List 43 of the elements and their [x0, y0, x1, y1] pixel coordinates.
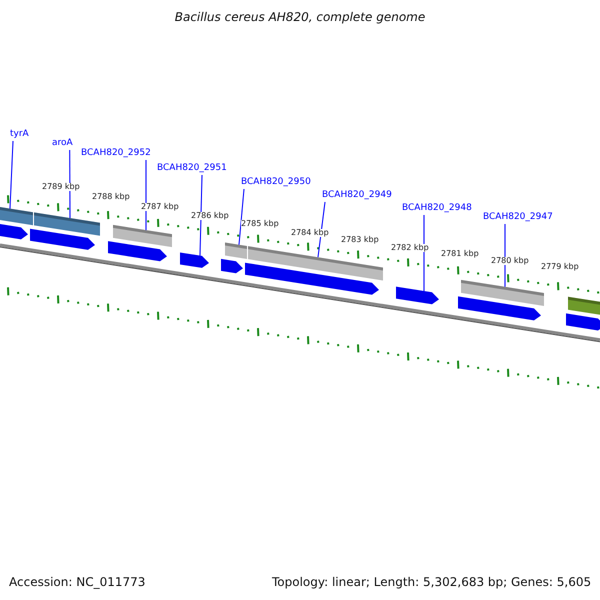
leader-line: [200, 174, 202, 256]
gene-block: [396, 286, 439, 304]
gene-feature-bar: [248, 246, 383, 281]
leader-line: [10, 140, 14, 210]
leader-line: [318, 202, 326, 258]
gene-label: BCAH820_2949: [322, 191, 392, 200]
gene-label: BCAH820_2951: [157, 164, 227, 173]
leader-line: [69, 150, 70, 219]
scale-label: 2780 kbp: [491, 257, 529, 265]
gene-label: BCAH820_2947: [483, 213, 553, 222]
scale-label: 2786 kbp: [191, 212, 229, 220]
gene-label: aroA: [52, 139, 73, 148]
gene-block: [221, 258, 243, 274]
scale-label: 2785 kbp: [241, 220, 279, 228]
scale-label: 2783 kbp: [341, 236, 379, 244]
gene-label: BCAH820_2948: [402, 204, 472, 213]
leader-line: [504, 224, 506, 288]
scale-label: 2788 kbp: [92, 193, 130, 201]
gene-block: [108, 241, 167, 262]
scale-label: 2779 kbp: [541, 263, 579, 271]
gene-block: [566, 313, 600, 330]
gene-feature-bar: [225, 242, 247, 260]
gene-feature-bar: [568, 296, 600, 316]
scale-label: 2781 kbp: [441, 250, 479, 258]
gene-feature-bar: [113, 224, 172, 248]
gene-block: [458, 296, 541, 320]
gene-block: [30, 228, 95, 250]
gene-block: [0, 223, 28, 240]
leader-line: [238, 188, 244, 246]
gene-block: [180, 252, 209, 268]
scale-label: 2789 kbp: [42, 183, 80, 191]
gene-block: [245, 262, 379, 295]
diagram-title: Bacillus cereus AH820, complete genome: [174, 11, 426, 23]
gene-label: BCAH820_2952: [81, 149, 151, 158]
gene-label: BCAH820_2950: [241, 178, 311, 187]
scale-label: 2782 kbp: [391, 244, 429, 252]
gene-feature-bar: [461, 280, 544, 306]
scale-label: 2787 kbp: [141, 203, 179, 211]
gene-feature-bar: [0, 206, 33, 226]
genome-summary-note: Topology: linear; Length: 5,302,683 bp; Genes: 5,605: [272, 576, 592, 588]
scale-label: 2784 kbp: [291, 229, 329, 237]
accession-note: Accession: NC_011773: [9, 576, 146, 588]
gene-label: tyrA: [10, 130, 29, 139]
